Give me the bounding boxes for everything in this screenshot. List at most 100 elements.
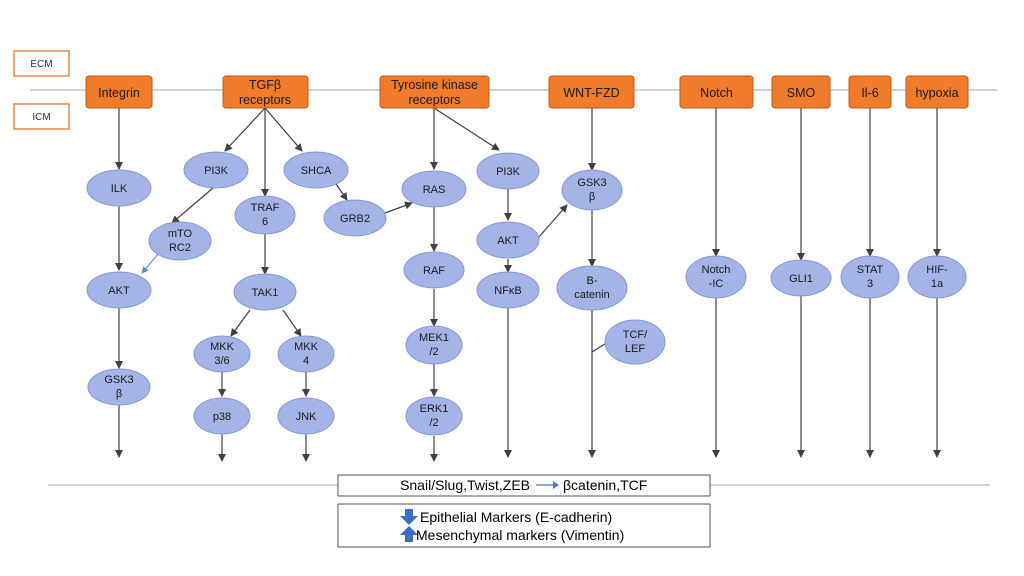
node-raf: RAF [403, 251, 465, 289]
node-tcflef-label-1: TCF/ [623, 329, 648, 341]
edge-tyrosine-pi3k [433, 107, 500, 151]
node-bcatenin: B- catenin [556, 265, 628, 311]
node-pi3k-tyrosine-label: PI3K [496, 166, 521, 178]
node-traf6: TRAF 6 [234, 195, 296, 235]
receptor-notch: Notch [679, 75, 754, 109]
receptor-wnt-label: WNT-FZD [563, 86, 619, 100]
node-traf6-label-2: 6 [262, 216, 268, 228]
node-nfkb-label: NFκB [494, 285, 522, 297]
receptor-tgfb-label-2: receptors [239, 93, 291, 107]
receptor-smo: SMO [771, 75, 831, 109]
svg-text:STAT: STAT [857, 264, 884, 276]
zone-ecm-label: ECM [30, 59, 52, 70]
edge-pi3k-mtorc2 [171, 187, 214, 224]
svg-text:6: 6 [262, 216, 268, 228]
node-mkk4-label-1: MKK [294, 341, 319, 353]
node-notch-ic: Notch -IC [685, 255, 747, 299]
edge-tgfb-pi3k [224, 107, 266, 152]
receptor-tyrosine-kinase: Tyrosine kinase receptors [379, 75, 490, 109]
edge-tak1-mkk4 [282, 309, 302, 337]
node-mkk4: MKK 4 [277, 335, 335, 373]
node-akt-tyrosine: AKT [476, 221, 540, 259]
node-tcflef: TCF/ LEF [604, 319, 666, 365]
node-p38: p38 [193, 397, 251, 435]
svg-text:TGFβ: TGFβ [249, 78, 281, 92]
node-pi3k-tgfb: PI3K [183, 151, 249, 189]
node-ras-label: RAS [423, 184, 446, 196]
svg-text:LEF: LEF [625, 343, 645, 355]
svg-text:catenin: catenin [574, 289, 609, 301]
node-mtorc2-label-2: RC2 [169, 242, 191, 254]
receptor-notch-label: Notch [700, 86, 733, 100]
svg-text:ERK1: ERK1 [420, 403, 449, 415]
receptor-tyrosine-label-2: receptors [408, 93, 460, 107]
receptor-tgfb: TGFβ receptors [222, 75, 309, 109]
node-notch-ic-label-2: -IC [709, 278, 724, 290]
node-mkk36-label-2: 3/6 [214, 355, 229, 367]
receptor-il6-label: Il-6 [861, 86, 878, 100]
node-pi3k-tgfb-label: PI3K [204, 165, 229, 177]
node-jnk-label: JNK [296, 411, 317, 423]
node-hif1a-label-2: 1a [931, 278, 944, 290]
svg-text:AKT: AKT [497, 235, 519, 247]
down-arrow-icon [400, 509, 418, 525]
node-mek12-label-2: /2 [429, 346, 438, 358]
svg-text:4: 4 [303, 355, 309, 367]
svg-text:AKT: AKT [108, 285, 130, 297]
node-notch-ic-label-1: Notch [702, 264, 731, 276]
svg-text:Notch: Notch [702, 264, 731, 276]
node-bcatenin-label-2: catenin [574, 289, 609, 301]
node-bcatenin-label-1: B- [587, 275, 598, 287]
node-mtorc2-label-1: mTO [168, 228, 193, 240]
svg-text:GSK3: GSK3 [577, 177, 606, 189]
svg-text:MKK: MKK [210, 341, 235, 353]
zone-icm-label: ICM [32, 112, 50, 123]
node-grb2-label: GRB2 [340, 213, 370, 225]
node-mek12: MEK1 /2 [405, 325, 463, 365]
svg-text:receptors: receptors [408, 93, 460, 107]
svg-text:GLI1: GLI1 [789, 273, 813, 285]
edge-mtorc2-akt [141, 253, 159, 274]
node-mkk36: MKK 3/6 [193, 335, 251, 373]
svg-text:mTO: mTO [168, 228, 193, 240]
svg-text:SHCA: SHCA [301, 165, 332, 177]
svg-text:hypoxia: hypoxia [915, 86, 958, 100]
markers-box: Epithelial Markers (E-cadherin) Mesenchy… [337, 503, 711, 548]
node-gli1: GLI1 [770, 259, 832, 297]
node-akt-integrin: AKT [86, 271, 152, 309]
svg-text:Mesenchymal markers (Vimentin): Mesenchymal markers (Vimentin) [416, 527, 624, 543]
svg-text:-IC: -IC [709, 278, 724, 290]
edge-grb2-ras [384, 201, 413, 214]
svg-text:p38: p38 [213, 411, 231, 423]
node-shca: SHCA [283, 151, 349, 189]
mesenchymal-markers-text: Mesenchymal markers (Vimentin) [416, 527, 624, 543]
svg-text:TAK1: TAK1 [252, 287, 279, 299]
node-raf-label: RAF [423, 265, 445, 277]
svg-text:Epithelial Markers (E-cadherin: Epithelial Markers (E-cadherin) [420, 509, 612, 525]
svg-text:MEK1: MEK1 [419, 332, 449, 344]
transcription-arrow-icon [553, 481, 559, 489]
node-nfkb: NFκB [476, 271, 540, 309]
node-mkk36-label-1: MKK [210, 341, 235, 353]
node-stat3: STAT 3 [840, 255, 900, 299]
node-mtorc2: mTO RC2 [148, 221, 212, 261]
node-gsk3b-wnt: GSK3 β [561, 169, 623, 211]
transcription-factors-right: βcatenin,TCF [563, 477, 647, 493]
node-jnk: JNK [277, 397, 335, 435]
zone-icm: ICM [13, 103, 70, 130]
svg-text:Snail/Slug,Twist,ZEB: Snail/Slug,Twist,ZEB [400, 477, 530, 493]
node-gsk3b-integrin-label-1: GSK3 [104, 374, 133, 386]
receptor-tyrosine-label-1: Tyrosine kinase [391, 78, 478, 92]
svg-text:/2: /2 [429, 346, 438, 358]
svg-text:Notch: Notch [700, 86, 733, 100]
node-hif1a: HIF- 1a [907, 255, 967, 299]
node-akt-tyrosine-label: AKT [497, 235, 519, 247]
node-tcflef-label-2: LEF [625, 343, 645, 355]
svg-text:TCF/: TCF/ [623, 329, 648, 341]
svg-text:GRB2: GRB2 [340, 213, 370, 225]
svg-text:B-: B- [587, 275, 598, 287]
node-p38-label: p38 [213, 411, 231, 423]
svg-text:βcatenin,TCF: βcatenin,TCF [563, 477, 647, 493]
